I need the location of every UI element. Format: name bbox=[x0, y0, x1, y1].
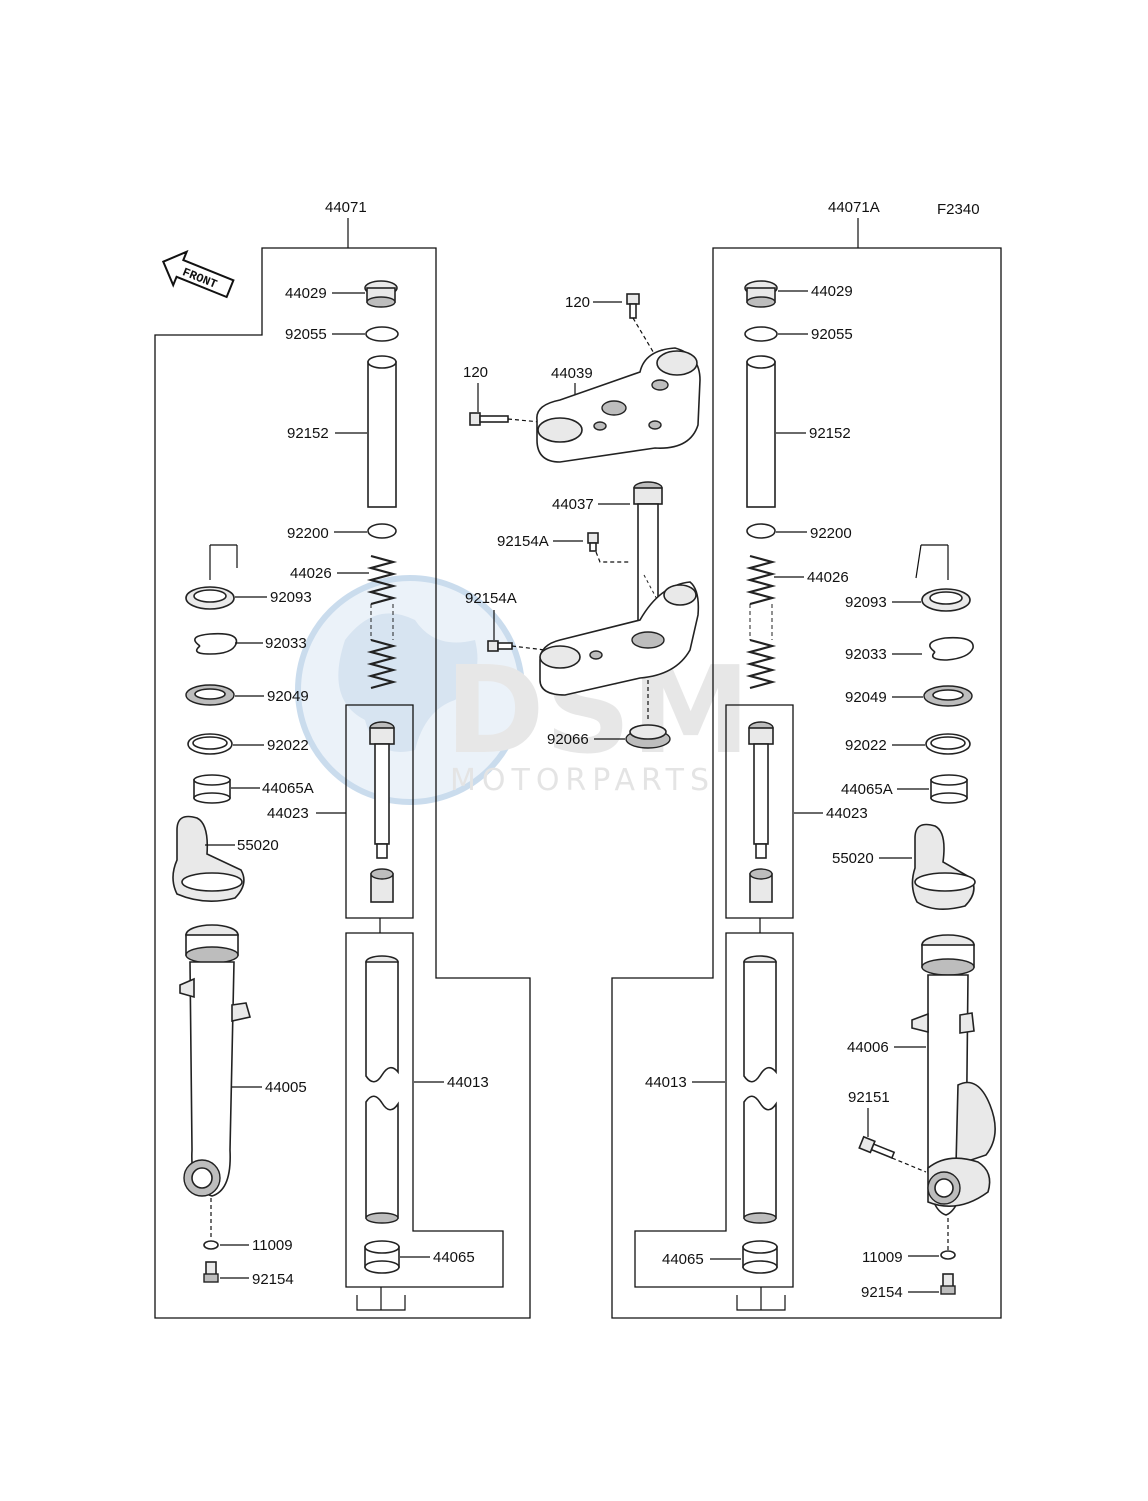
part-92154A-upper bbox=[587, 532, 599, 552]
label-92055: 92055 bbox=[285, 326, 327, 343]
label-44026: 44026 bbox=[290, 565, 332, 582]
label-92033: 92033 bbox=[265, 635, 307, 652]
label-44065: 44065 bbox=[433, 1249, 475, 1266]
label-92154A-lower: 92154A bbox=[465, 590, 517, 607]
left-assembly-frame bbox=[154, 247, 531, 1319]
label-92151-right: 92151 bbox=[848, 1089, 890, 1106]
label-44065A-right: 44065A bbox=[841, 781, 893, 798]
label-44039: 44039 bbox=[551, 365, 593, 382]
label-55020-right: 55020 bbox=[832, 850, 874, 867]
part-92022-left bbox=[187, 733, 233, 755]
part-92151-right bbox=[858, 1135, 896, 1159]
part-92055-left bbox=[365, 326, 399, 342]
label-44029-right: 44029 bbox=[811, 283, 853, 300]
right-fork-assembly: 44071A 44029 92055 92152 92200 44026 bbox=[611, 199, 1002, 1319]
label-92152-right: 92152 bbox=[809, 425, 851, 442]
label-44013-right: 44013 bbox=[645, 1074, 687, 1091]
part-44023-left bbox=[369, 721, 395, 903]
front-arrow-icon: FRONT bbox=[161, 249, 235, 299]
label-92154A-upper: 92154A bbox=[497, 533, 549, 550]
figure-code: F2340 bbox=[937, 201, 980, 218]
label-120-top: 120 bbox=[565, 294, 590, 311]
label-44037: 44037 bbox=[552, 496, 594, 513]
label-92066: 92066 bbox=[547, 731, 589, 748]
part-92152-right bbox=[746, 355, 776, 508]
label-92093: 92093 bbox=[270, 589, 312, 606]
label-92049-right: 92049 bbox=[845, 689, 887, 706]
label-92154-right: 92154 bbox=[861, 1284, 903, 1301]
part-44005-left bbox=[179, 924, 252, 1197]
label-92055-right: 92055 bbox=[811, 326, 853, 343]
part-44023-right bbox=[748, 721, 774, 903]
label-92152: 92152 bbox=[287, 425, 329, 442]
part-92152-left bbox=[367, 355, 397, 508]
part-92055-right bbox=[744, 326, 778, 342]
label-92093-right: 92093 bbox=[845, 594, 887, 611]
watermark-sub: MOTORPARTS bbox=[450, 763, 715, 798]
part-lower-bracket bbox=[539, 581, 700, 696]
label-92033-right: 92033 bbox=[845, 646, 887, 663]
part-44026-right bbox=[745, 554, 777, 690]
part-44065A-left bbox=[193, 774, 231, 804]
part-92093-right bbox=[921, 588, 971, 612]
part-44013-left bbox=[365, 955, 399, 1224]
steering-stem-group: 120 120 44039 44037 bbox=[463, 293, 701, 749]
part-44039-upper-bracket bbox=[536, 347, 701, 463]
part-92033-right bbox=[929, 636, 974, 661]
part-92154A-lower bbox=[487, 640, 513, 652]
part-44029-left bbox=[364, 280, 398, 308]
label-44065-right: 44065 bbox=[662, 1251, 704, 1268]
label-92200-right: 92200 bbox=[810, 525, 852, 542]
label-11009: 11009 bbox=[252, 1237, 293, 1254]
label-44029: 44029 bbox=[285, 285, 327, 302]
label-44023-right: 44023 bbox=[826, 805, 868, 822]
label-44026-right: 44026 bbox=[807, 569, 849, 586]
part-120-side bbox=[469, 412, 509, 426]
part-92049-right bbox=[923, 685, 973, 707]
label-44065A: 44065A bbox=[262, 780, 314, 797]
label-44023: 44023 bbox=[267, 805, 309, 822]
part-92200-left bbox=[367, 523, 397, 539]
part-92049-left bbox=[185, 684, 235, 706]
part-92033-left bbox=[194, 632, 238, 655]
part-44026-left bbox=[366, 554, 398, 690]
part-44006-right bbox=[911, 934, 996, 1216]
label-92049: 92049 bbox=[267, 688, 309, 705]
part-92022-right bbox=[925, 733, 971, 755]
label-44013: 44013 bbox=[447, 1074, 489, 1091]
part-44065-left bbox=[364, 1240, 400, 1274]
label-92154: 92154 bbox=[252, 1271, 294, 1288]
left-fork-assembly: 44071 44029 92055 92152 92200 bbox=[154, 199, 531, 1319]
label-44005: 44005 bbox=[265, 1079, 307, 1096]
label-92022-right: 92022 bbox=[845, 737, 887, 754]
part-44013-right bbox=[743, 955, 777, 1224]
part-55020-right bbox=[911, 823, 976, 910]
label-92022: 92022 bbox=[267, 737, 309, 754]
part-44029-right bbox=[744, 280, 778, 308]
part-92200-right bbox=[746, 523, 776, 539]
label-92200: 92200 bbox=[287, 525, 329, 542]
label-120-side: 120 bbox=[463, 364, 488, 381]
part-92154-right bbox=[940, 1273, 956, 1295]
part-92066 bbox=[625, 724, 671, 749]
part-44065A-right bbox=[930, 774, 968, 804]
part-120-top bbox=[626, 293, 640, 319]
part-11009-left bbox=[203, 1240, 219, 1250]
right-assembly-frame bbox=[611, 247, 1002, 1319]
label-44071A: 44071A bbox=[828, 199, 880, 216]
part-92093-left bbox=[185, 586, 235, 610]
part-11009-right bbox=[940, 1250, 956, 1260]
part-44065-right bbox=[742, 1240, 778, 1274]
label-11009-right: 11009 bbox=[862, 1249, 903, 1266]
label-55020: 55020 bbox=[237, 837, 279, 854]
label-44071: 44071 bbox=[325, 199, 367, 216]
part-92154-left bbox=[203, 1261, 219, 1283]
label-44006-right: 44006 bbox=[847, 1039, 889, 1056]
part-55020-left bbox=[172, 815, 245, 902]
